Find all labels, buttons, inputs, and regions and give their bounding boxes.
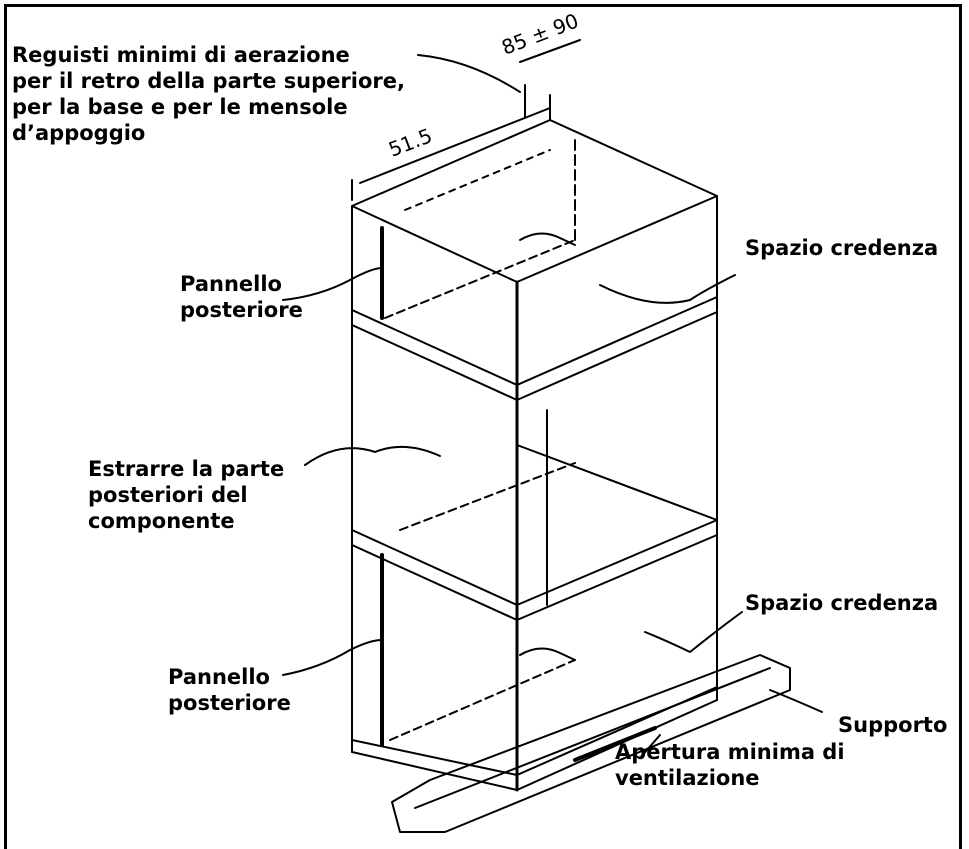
middle-shelf-under: [351, 534, 718, 621]
support-plinth-line: [414, 667, 771, 809]
leader-cabinet-space-bottom: [644, 611, 743, 653]
upper-shelf-under: [351, 311, 718, 401]
middle-shelf-top: [516, 444, 718, 521]
cabinet-space-bottom-label: Spazio credenza: [745, 591, 939, 615]
ventilation-grille: [573, 726, 657, 762]
top-vent-slot: [519, 232, 576, 246]
min-ventilation-label: Apertura minima di ventilazione: [615, 740, 845, 790]
rear-panel-bottom-label: Pannello posteriore: [168, 665, 291, 715]
cabinet-space-top-label: Spazio credenza: [745, 236, 939, 260]
dimension-depth-line: [519, 39, 581, 63]
leader-support: [769, 689, 823, 713]
rear-panel-top-label: Pannello posteriore: [180, 272, 303, 322]
leader-aeration: [417, 54, 521, 93]
top-vent-row: [404, 149, 551, 211]
upper-shelf: [351, 296, 718, 386]
support-label: Supporto: [838, 713, 948, 737]
drawing-frame: [4, 4, 962, 849]
support-plinth: [391, 654, 791, 833]
leader-cabinet-space-top: [599, 274, 736, 304]
dimension-depth-label: 85 ± 90: [498, 8, 582, 59]
remove-rear-label: Estrarre la parte posteriori del compone…: [88, 457, 285, 533]
middle-shelf-rear: [399, 462, 576, 531]
leader-rear-panel-top: [282, 267, 383, 301]
leader-remove-rear: [304, 445, 441, 466]
bottom-shelf-rear: [389, 659, 576, 741]
upper-shelf-rear: [384, 239, 576, 319]
bottom-vent-slot: [519, 647, 576, 661]
dimension-width-line: [359, 107, 551, 184]
middle-shelf: [351, 519, 718, 606]
leader-ventilation: [639, 734, 661, 759]
aeration-requirements-label: Reguisti minimi di aerazione per il retr…: [12, 43, 405, 145]
bottom-shelf-top: [351, 686, 718, 776]
leader-rear-panel-bottom: [282, 639, 383, 676]
